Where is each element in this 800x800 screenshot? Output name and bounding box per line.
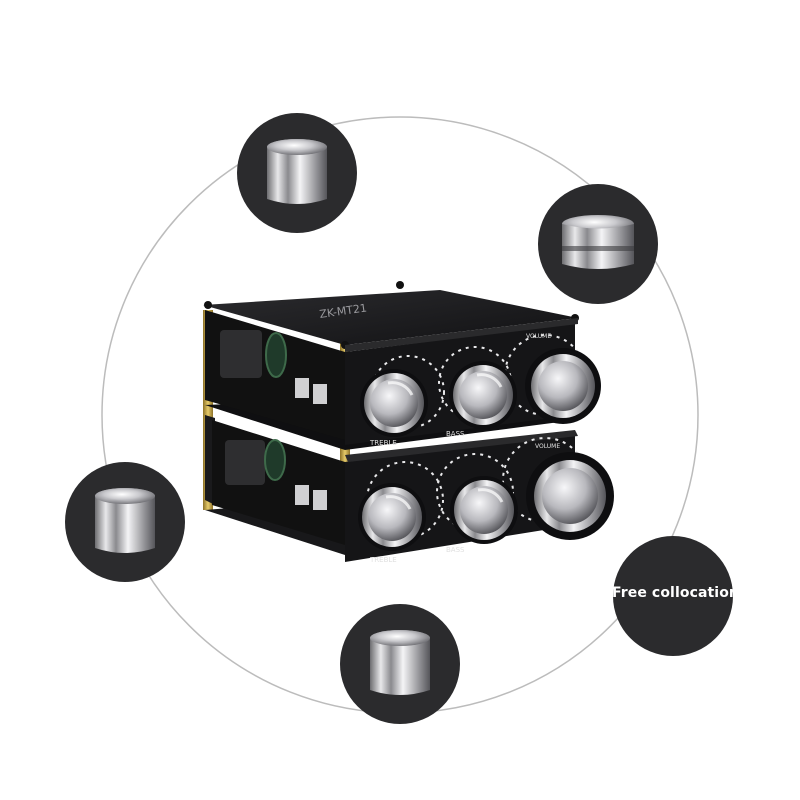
board-label-volume-bottom: VOLUME	[535, 443, 560, 450]
knob-thumbnail-icon	[267, 139, 327, 204]
knob-bubble-top-right	[538, 184, 658, 304]
knob-bubble-bottom	[340, 604, 460, 724]
pcb-top-face	[203, 290, 578, 345]
knob-thumbnail-icon	[370, 630, 430, 695]
board-label-bass-top: BASS	[446, 430, 465, 438]
knob-bubble-top-left	[237, 113, 357, 233]
knob-bubble-left	[65, 462, 185, 582]
board-label-treble-bottom: TREBLE	[369, 556, 397, 564]
caption-text: Free collocation	[612, 585, 739, 601]
board-label-volume-top: VOLUME	[526, 333, 551, 340]
board-label-treble-top: TREBLE	[369, 439, 397, 447]
amplifier-stack: TREBLE BASS VOLUME ZK-MT21 TREBLE	[203, 281, 614, 564]
board-label-bass-bottom: BASS	[446, 546, 465, 554]
knob-thumbnail-icon	[562, 215, 634, 269]
knob-thumbnail-icon	[95, 488, 155, 553]
caption-bubble	[613, 536, 733, 656]
